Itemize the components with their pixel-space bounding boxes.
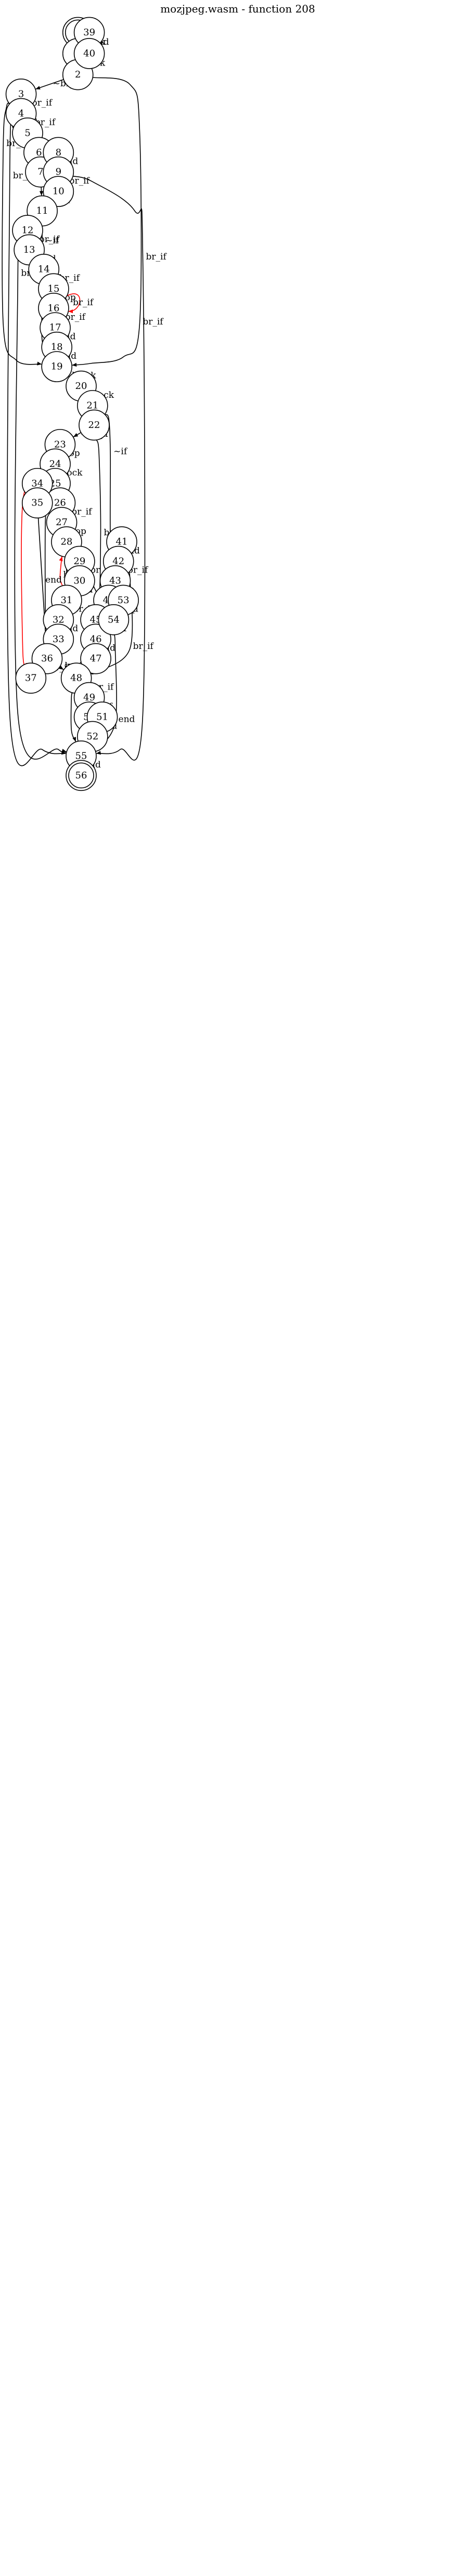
- edge-line: [39, 187, 44, 196]
- node-56: 56: [66, 760, 97, 791]
- node-label: 22: [88, 420, 100, 431]
- node-label: 2: [75, 69, 81, 80]
- node-40: 40: [73, 38, 105, 69]
- node-circle: [98, 604, 130, 635]
- node-label: 56: [75, 770, 87, 781]
- node-label: 10: [53, 186, 65, 197]
- edge-line: [70, 692, 76, 742]
- node-label: 20: [75, 381, 87, 392]
- edge-line: [72, 77, 142, 367]
- node-circle: [41, 351, 72, 382]
- node-label: 33: [53, 634, 65, 645]
- edge-line: [63, 293, 81, 314]
- node-label: 40: [83, 48, 95, 59]
- edge-16-16: br_if: [63, 293, 94, 314]
- node-label: 34: [31, 478, 43, 489]
- node-label: 23: [54, 439, 66, 450]
- edge-label: br_if: [143, 317, 164, 327]
- node-label: 3: [18, 88, 24, 99]
- node-label: 48: [70, 673, 82, 684]
- node-label: 14: [38, 264, 50, 275]
- node-37: 37: [15, 662, 47, 694]
- node-label: 28: [60, 537, 72, 548]
- node-label: 30: [73, 575, 85, 586]
- node-label: 26: [54, 498, 66, 509]
- node-label: 27: [56, 517, 68, 528]
- node-label: 21: [86, 400, 98, 411]
- edge-9-55: br_if: [72, 175, 168, 761]
- node-circle: [21, 487, 53, 519]
- node-label: 12: [22, 225, 34, 236]
- node-circle: [66, 760, 97, 791]
- node-circle: [73, 38, 105, 69]
- node-54: 54: [98, 604, 130, 635]
- node-label: 6: [36, 147, 42, 158]
- edge-label: ~if: [45, 236, 60, 246]
- node-19: 19: [41, 351, 72, 382]
- node-circle: [15, 662, 47, 694]
- node-label: 47: [90, 653, 102, 664]
- edge-label: br_if: [146, 252, 168, 262]
- node-47: 47: [80, 643, 111, 674]
- nodes-layer: 0123456789101112131415161718192021222324…: [5, 17, 139, 791]
- node-label: 32: [53, 614, 65, 625]
- node-label: 11: [36, 205, 48, 216]
- edge-label: end: [45, 575, 62, 585]
- edge-label: ~if: [113, 447, 128, 457]
- node-label: 4: [18, 108, 24, 119]
- node-label: 9: [56, 166, 61, 177]
- node-inner-circle: [68, 762, 94, 789]
- node-label: 51: [96, 712, 108, 723]
- node-label: 15: [48, 283, 60, 294]
- edge-2-19: br_if: [72, 77, 164, 367]
- node-35: 35: [21, 487, 53, 519]
- node-label: 54: [108, 614, 120, 625]
- node-label: 41: [116, 537, 128, 548]
- node-label: 35: [31, 498, 43, 509]
- node-label: 46: [90, 634, 102, 645]
- node-label: 16: [48, 303, 60, 314]
- node-label: 43: [109, 575, 121, 586]
- edge-line: [35, 79, 64, 90]
- node-label: 5: [24, 127, 30, 138]
- edge-line: [72, 175, 146, 761]
- node-label: 17: [49, 322, 61, 333]
- node-circle: [79, 409, 110, 441]
- edge-label: end: [119, 714, 135, 724]
- node-label: 55: [75, 750, 87, 761]
- node-label: 8: [56, 147, 61, 158]
- node-label: 29: [73, 556, 85, 567]
- edge-line: [58, 666, 64, 670]
- node-label: 37: [25, 673, 37, 684]
- graph-title: mozjpeg.wasm - function 208: [160, 3, 315, 15]
- node-label: 53: [118, 595, 130, 606]
- node-label: 49: [83, 692, 95, 703]
- node-label: 42: [112, 556, 124, 567]
- node-label: 36: [41, 653, 53, 664]
- node-label: 19: [51, 361, 63, 372]
- node-label: 7: [37, 166, 43, 177]
- edge-label: br_if: [73, 297, 94, 308]
- node-label: 31: [60, 595, 72, 606]
- node-circle: [80, 643, 111, 674]
- node-label: 24: [49, 459, 61, 470]
- node-label: 52: [86, 731, 98, 742]
- node-label: 39: [83, 27, 95, 38]
- edge-line: [2, 102, 42, 366]
- edge-line: [73, 432, 82, 437]
- node-22: 22: [79, 409, 110, 441]
- node-label: 18: [51, 342, 63, 353]
- node-label: 13: [23, 244, 35, 255]
- edge-label: br_if: [133, 641, 155, 652]
